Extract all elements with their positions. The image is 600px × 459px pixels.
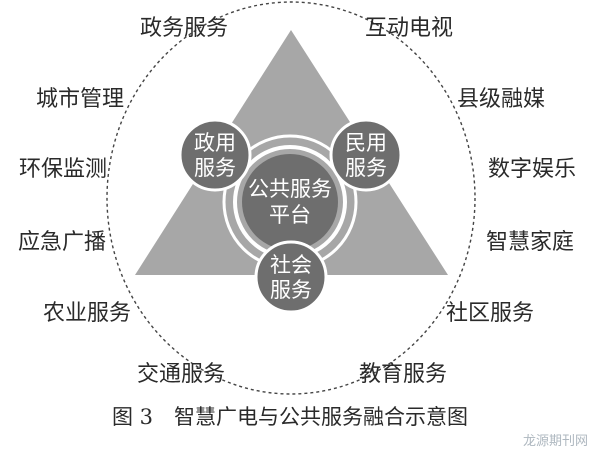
service-label-city-management: 城市管理 — [36, 87, 124, 112]
platform-triangle — [135, 30, 448, 275]
service-label-education: 教育服务 — [359, 362, 447, 387]
service-label-transport: 交通服务 — [137, 362, 225, 387]
center-label-line2: 平台 — [269, 203, 311, 227]
service-label-smart-home: 智慧家庭 — [486, 230, 574, 255]
social-node-label-line2: 服务 — [270, 278, 312, 302]
social-node-label-line1: 社会 — [270, 253, 312, 277]
civil-node-label-line2: 服务 — [345, 156, 387, 180]
social-service-node — [254, 240, 328, 314]
civil-node-label-line1: 民用 — [345, 131, 387, 155]
gov-node-label-line1: 政用 — [194, 131, 236, 155]
watermark: 龙源期刊网 — [523, 434, 588, 449]
gov-service-node — [178, 118, 252, 192]
service-label-agriculture: 农业服务 — [43, 301, 131, 326]
service-label-community: 社区服务 — [446, 301, 534, 326]
center-platform-circle — [242, 154, 338, 250]
service-label-digital-entertainment: 数字娱乐 — [488, 157, 576, 182]
service-label-environment: 环保监测 — [19, 157, 107, 182]
figure-caption: 图 3 智慧广电与公共服务融合示意图 — [112, 405, 468, 429]
civil-service-node — [329, 118, 403, 192]
service-label-interactive-tv: 互动电视 — [365, 16, 453, 41]
outer-dashed-ellipse — [106, 1, 476, 395]
center-label-line1: 公共服务 — [248, 177, 332, 201]
service-label-gov-affairs: 政务服务 — [140, 16, 228, 41]
gov-node-label-line2: 服务 — [194, 156, 236, 180]
service-label-county-media: 县级融媒 — [457, 87, 545, 112]
service-label-emergency-broadcast: 应急广播 — [18, 230, 106, 255]
